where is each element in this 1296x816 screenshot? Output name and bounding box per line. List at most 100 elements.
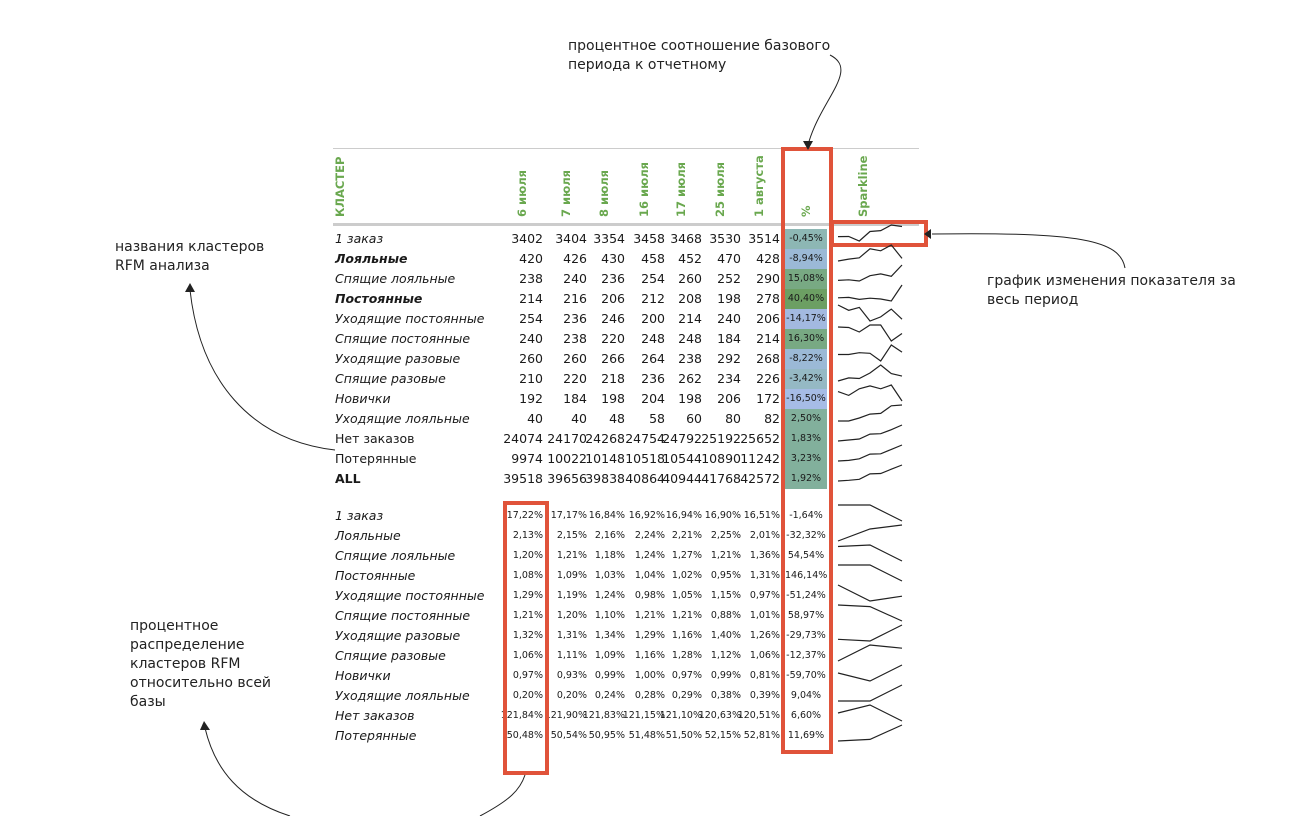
value-cell: 9974: [511, 451, 543, 466]
value-cell: 0,97%: [512, 670, 543, 681]
value-cell: 1,26%: [749, 630, 780, 641]
value-cell: 0,98%: [634, 590, 665, 601]
arrows: [189, 54, 1126, 816]
value-cell: 2,13%: [512, 530, 543, 541]
value-cell: 198: [678, 391, 702, 406]
annotation-line: названия кластеров: [115, 239, 265, 255]
annotation-line: процентное: [130, 618, 219, 634]
value-cell: 260: [678, 271, 702, 286]
value-cell: 420: [519, 251, 543, 266]
value-cell: 0,38%: [710, 690, 741, 701]
value-cell: 268: [756, 351, 780, 366]
pct-cell: -59,70%: [786, 670, 826, 681]
arrowhead-icon: [924, 229, 931, 239]
pct-cell: -3,42%: [785, 369, 827, 389]
value-cell: 204: [641, 391, 665, 406]
pct-cell: -29,73%: [786, 630, 826, 641]
value-cell: 80: [725, 411, 741, 426]
annotation-ratio: процентное соотношение базового периода к…: [568, 37, 830, 75]
sparkline: [837, 724, 903, 742]
cluster-name: Уходящие разовые: [335, 628, 461, 643]
pct-cell: -0,45%: [785, 229, 827, 249]
value-cell: 10148: [585, 451, 625, 466]
cluster-name: Уходящие постоянные: [335, 311, 485, 326]
pct-column-highlight: [781, 147, 833, 754]
value-cell: 206: [717, 391, 741, 406]
value-cell: 1,31%: [749, 570, 780, 581]
sparkline: [837, 444, 903, 462]
value-cell: 1,12%: [710, 650, 741, 661]
value-cell: 238: [519, 271, 543, 286]
value-cell: 254: [519, 311, 543, 326]
cluster-name: Спящие разовые: [335, 648, 446, 663]
value-cell: 218: [601, 371, 625, 386]
value-cell: 0,28%: [634, 690, 665, 701]
pct-cell: 11,69%: [787, 730, 825, 741]
value-cell: 25652: [740, 431, 780, 446]
value-cell: 0,20%: [556, 690, 587, 701]
cluster-name: Лояльные: [335, 251, 408, 266]
sparkline: [837, 324, 903, 342]
value-cell: 0,81%: [749, 670, 780, 681]
sparkline: [837, 304, 903, 322]
value-cell: 51,50%: [665, 730, 702, 741]
value-cell: 0,97%: [749, 590, 780, 601]
value-cell: 1,34%: [594, 630, 625, 641]
value-cell: 11242: [740, 451, 780, 466]
value-cell: 1,08%: [512, 570, 543, 581]
cluster-name: Потерянные: [335, 451, 417, 466]
value-cell: 120,51%: [737, 710, 780, 721]
value-cell: 206: [601, 291, 625, 306]
cluster-name: Спящие лояльные: [335, 271, 456, 286]
value-cell: 248: [678, 331, 702, 346]
value-cell: 1,21%: [556, 550, 587, 561]
value-cell: 50,48%: [506, 730, 543, 741]
value-cell: 121,90%: [544, 710, 587, 721]
value-cell: 48: [609, 411, 625, 426]
cluster-name: Уходящие постоянные: [335, 588, 485, 603]
value-cell: 220: [601, 331, 625, 346]
value-cell: 200: [641, 311, 665, 326]
value-cell: 0,97%: [671, 670, 702, 681]
annotation-line: RFM анализа: [115, 258, 210, 274]
cluster-name: ALL: [335, 471, 361, 486]
annotation-line: базы: [130, 694, 166, 710]
value-cell: 236: [641, 371, 665, 386]
annotation-line: периода к отчетному: [568, 57, 727, 73]
value-cell: 3468: [670, 231, 702, 246]
cluster-name: Нет заказов: [335, 708, 415, 723]
pct-cell: 1,92%: [785, 469, 827, 489]
value-cell: 1,05%: [671, 590, 702, 601]
value-cell: 40944: [662, 471, 702, 486]
value-cell: 1,21%: [512, 610, 543, 621]
pct-cell: -14,17%: [785, 309, 827, 329]
sparkline: [838, 564, 903, 582]
value-cell: 40: [571, 411, 587, 426]
arrow-ratio: [807, 54, 842, 146]
cluster-name: Постоянные: [335, 568, 416, 583]
annotation-line: процентное соотношение базового: [568, 38, 831, 54]
value-cell: 1,10%: [594, 610, 625, 621]
cluster-name: 1 заказ: [335, 508, 384, 523]
value-cell: 260: [519, 351, 543, 366]
value-cell: 248: [641, 331, 665, 346]
pct-cell: -8,94%: [785, 249, 827, 269]
arrowhead-icon: [803, 141, 813, 150]
distribution-column-highlight: [503, 501, 549, 775]
value-cell: 0,24%: [594, 690, 625, 701]
sparkline: [838, 404, 903, 422]
value-cell: 1,04%: [634, 570, 665, 581]
pct-cell: 15,08%: [785, 269, 827, 289]
value-cell: 292: [717, 351, 741, 366]
value-cell: 236: [563, 311, 587, 326]
pct-cell: 146,14%: [785, 570, 828, 581]
